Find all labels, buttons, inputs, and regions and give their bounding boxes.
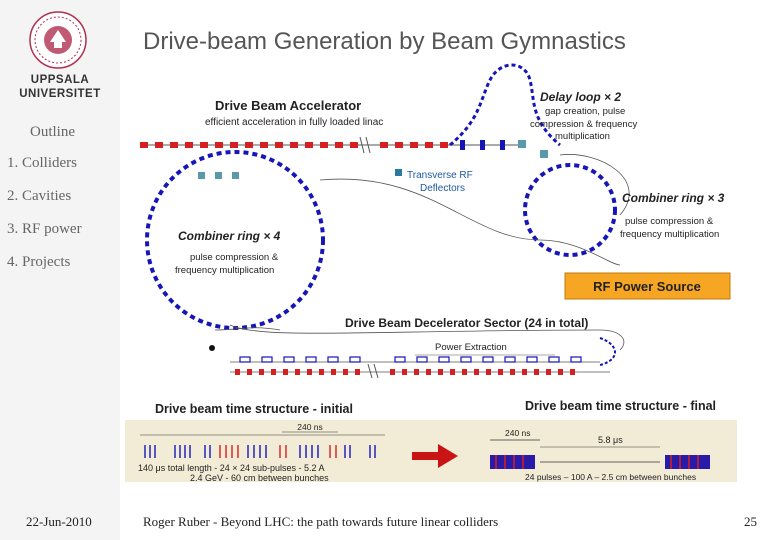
delay-loop-sub2: compression & frequency bbox=[530, 119, 637, 130]
accelerator-linac bbox=[140, 136, 520, 154]
initial-info-line2: 2.4 GeV - 60 cm between bunches bbox=[190, 473, 329, 483]
final-info-line: 24 pulses – 100 A – 2.5 cm between bunch… bbox=[525, 472, 696, 482]
combiner-ring-4-sub1: pulse compression & bbox=[190, 252, 279, 263]
outline-item-cavities[interactable]: 2. Cavities bbox=[7, 188, 72, 204]
combiner-ring-4-sub2: frequency multiplication bbox=[175, 265, 274, 276]
university-name-line1: UPPSALA bbox=[30, 74, 90, 86]
slide-title: Drive-beam Generation by Beam Gymnastics bbox=[143, 28, 626, 55]
outline-item-projects[interactable]: 4. Projects bbox=[7, 254, 71, 270]
delay-loop-title: Delay loop × 2 bbox=[540, 90, 621, 104]
initial-time-structure bbox=[140, 431, 385, 458]
accelerator-title: Drive Beam Accelerator bbox=[215, 98, 361, 113]
rf-power-source-box bbox=[564, 272, 731, 300]
decelerator-title: Drive Beam Decelerator Sector (24 in tot… bbox=[345, 316, 588, 330]
delay-loop bbox=[449, 63, 561, 158]
initial-info-line1: 140 μs total length - 24 × 24 sub-pulses… bbox=[138, 463, 325, 473]
final-5-8us-label: 5.8 μs bbox=[598, 435, 623, 445]
delay-loop-sub1: gap creation, pulse bbox=[545, 106, 625, 117]
final-time-structure bbox=[490, 439, 710, 469]
transfer-lines bbox=[214, 178, 625, 351]
sidebar: UPPSALA UNIVERSITET Outline 1. Colliders… bbox=[0, 0, 120, 540]
time-structure-initial-title: Drive beam time structure - initial bbox=[155, 402, 353, 416]
rf-power-source-label: RF Power Source bbox=[593, 279, 701, 294]
combiner-ring-3-title: Combiner ring × 3 bbox=[622, 191, 725, 205]
delay-loop-sub3: multiplication bbox=[555, 131, 610, 142]
university-name-line2: UNIVERSITET bbox=[19, 88, 101, 100]
outline-item-colliders[interactable]: 1. Colliders bbox=[7, 155, 77, 171]
drive-beam-diagram: Drive Beam Accelerator efficient acceler… bbox=[125, 63, 737, 483]
outline-item-rf-power[interactable]: 3. RF power bbox=[7, 221, 82, 237]
combiner-ring-4 bbox=[145, 150, 325, 330]
time-structure-final-title: Drive beam time structure - final bbox=[525, 399, 716, 413]
red-arrow-icon bbox=[412, 444, 458, 468]
combiner-ring-4-title: Combiner ring × 4 bbox=[178, 229, 281, 243]
outline-title: Outline bbox=[30, 124, 75, 140]
combiner-ring-3-sub2: frequency multiplication bbox=[620, 229, 719, 240]
decelerator-sector bbox=[209, 337, 616, 379]
final-240ns-label: 240 ns bbox=[505, 428, 531, 438]
accelerator-subtitle: efficient acceleration in fully loaded l… bbox=[205, 117, 383, 128]
page-number: 25 bbox=[744, 514, 757, 529]
footer-date: 22-Jun-2010 bbox=[26, 514, 92, 529]
trf-label2: Deflectors bbox=[420, 183, 465, 194]
deflector-icon bbox=[395, 169, 402, 176]
combiner-ring-3 bbox=[523, 154, 630, 257]
timing-panel bbox=[125, 420, 737, 482]
footer-text: Roger Ruber - Beyond LHC: the path towar… bbox=[143, 514, 499, 529]
combiner-ring-3-sub1: pulse compression & bbox=[625, 216, 714, 227]
initial-240ns-label: 240 ns bbox=[297, 422, 323, 432]
trf-label1: Transverse RF bbox=[407, 170, 473, 181]
university-seal bbox=[29, 11, 87, 69]
power-extraction-label: Power Extraction bbox=[435, 342, 507, 353]
